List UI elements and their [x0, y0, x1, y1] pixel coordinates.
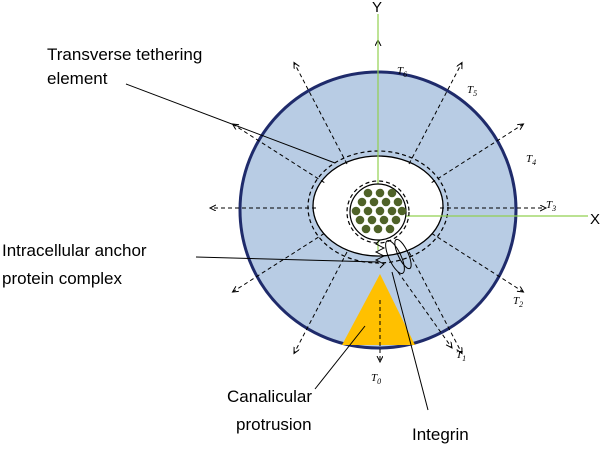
tether-label-3: T3 — [546, 199, 556, 213]
tether-label-5: T5 — [467, 84, 477, 98]
tether-label-6: T6 — [397, 65, 407, 79]
tether-index: 4 — [532, 158, 536, 167]
anchor-label: Intracellular anchor protein complex — [2, 241, 151, 288]
canalicular-leader — [314, 325, 366, 390]
tether-index: 3 — [551, 204, 556, 213]
actin-fiber — [393, 197, 403, 207]
actin-fiber — [369, 197, 379, 207]
tether-index: 1 — [462, 354, 466, 363]
canalicular-protrusion-shape — [342, 274, 415, 345]
actin-fiber — [363, 188, 373, 198]
actin-fiber — [363, 206, 373, 216]
actin-fiber — [397, 206, 407, 216]
tether-letter: T — [526, 153, 533, 165]
anchor-label-line2: protein complex — [2, 269, 123, 288]
tether-label-1: T1 — [456, 349, 466, 363]
tether-letter: T — [456, 349, 463, 361]
transverse-leader — [125, 83, 336, 164]
anchor-leader — [195, 256, 379, 263]
tether-index: 0 — [377, 377, 381, 386]
y-axis-label: Y — [372, 0, 382, 16]
cell-process-dashed — [346, 180, 410, 244]
canalicular-label-line2: protrusion — [236, 415, 312, 434]
actin-fiber — [375, 188, 385, 198]
canalicular-label-line1: Canalicular — [227, 387, 312, 406]
tether-letter: T — [546, 199, 553, 211]
tether-letter: T — [467, 84, 474, 96]
tether-arrow-1 — [397, 271, 452, 348]
tether-letter: T — [397, 65, 404, 77]
actin-fiber — [361, 224, 371, 234]
actin-fiber — [373, 224, 383, 234]
integrin-shape — [385, 239, 405, 275]
actin-fiber — [391, 215, 401, 225]
actin-fiber — [351, 206, 361, 216]
transverse-label-line2: element — [47, 69, 108, 88]
anchor-protein-spring — [374, 239, 386, 269]
tether-arrow — [294, 63, 348, 165]
tether-index: 6 — [403, 70, 407, 79]
tether-label-4: T4 — [526, 153, 536, 167]
tether-index: 5 — [473, 89, 477, 98]
tether-arrow — [408, 63, 462, 165]
actin-fiber — [357, 197, 367, 207]
tether-arrow — [408, 251, 462, 353]
actin-fiber — [379, 215, 389, 225]
actin-fiber — [387, 188, 397, 198]
integrin-leader — [391, 271, 429, 411]
actin-fiber — [375, 206, 385, 216]
tether-arrow — [294, 251, 348, 353]
actin-fiber — [367, 215, 377, 225]
tether-label-2: T2 — [513, 295, 523, 309]
actin-fiber — [385, 224, 395, 234]
integrin-shape-2 — [394, 238, 412, 270]
tether-index: 2 — [519, 300, 523, 309]
transverse-label-line1: Transverse tethering — [47, 45, 202, 64]
tether-label-0: T0 — [371, 372, 381, 386]
canalicular-label: Canalicular protrusion — [227, 387, 317, 434]
actin-fiber — [387, 206, 397, 216]
transverse-label: Transverse tethering element — [47, 45, 207, 88]
tether-letter: T — [513, 295, 520, 307]
x-axis-label: X — [590, 211, 600, 228]
actin-fiber — [355, 215, 365, 225]
tether-letter: T — [371, 372, 378, 384]
integrin-label: Integrin — [412, 425, 469, 444]
anchor-label-line1: Intracellular anchor — [2, 241, 147, 260]
actin-fiber — [381, 197, 391, 207]
actin-fibers — [351, 188, 407, 234]
